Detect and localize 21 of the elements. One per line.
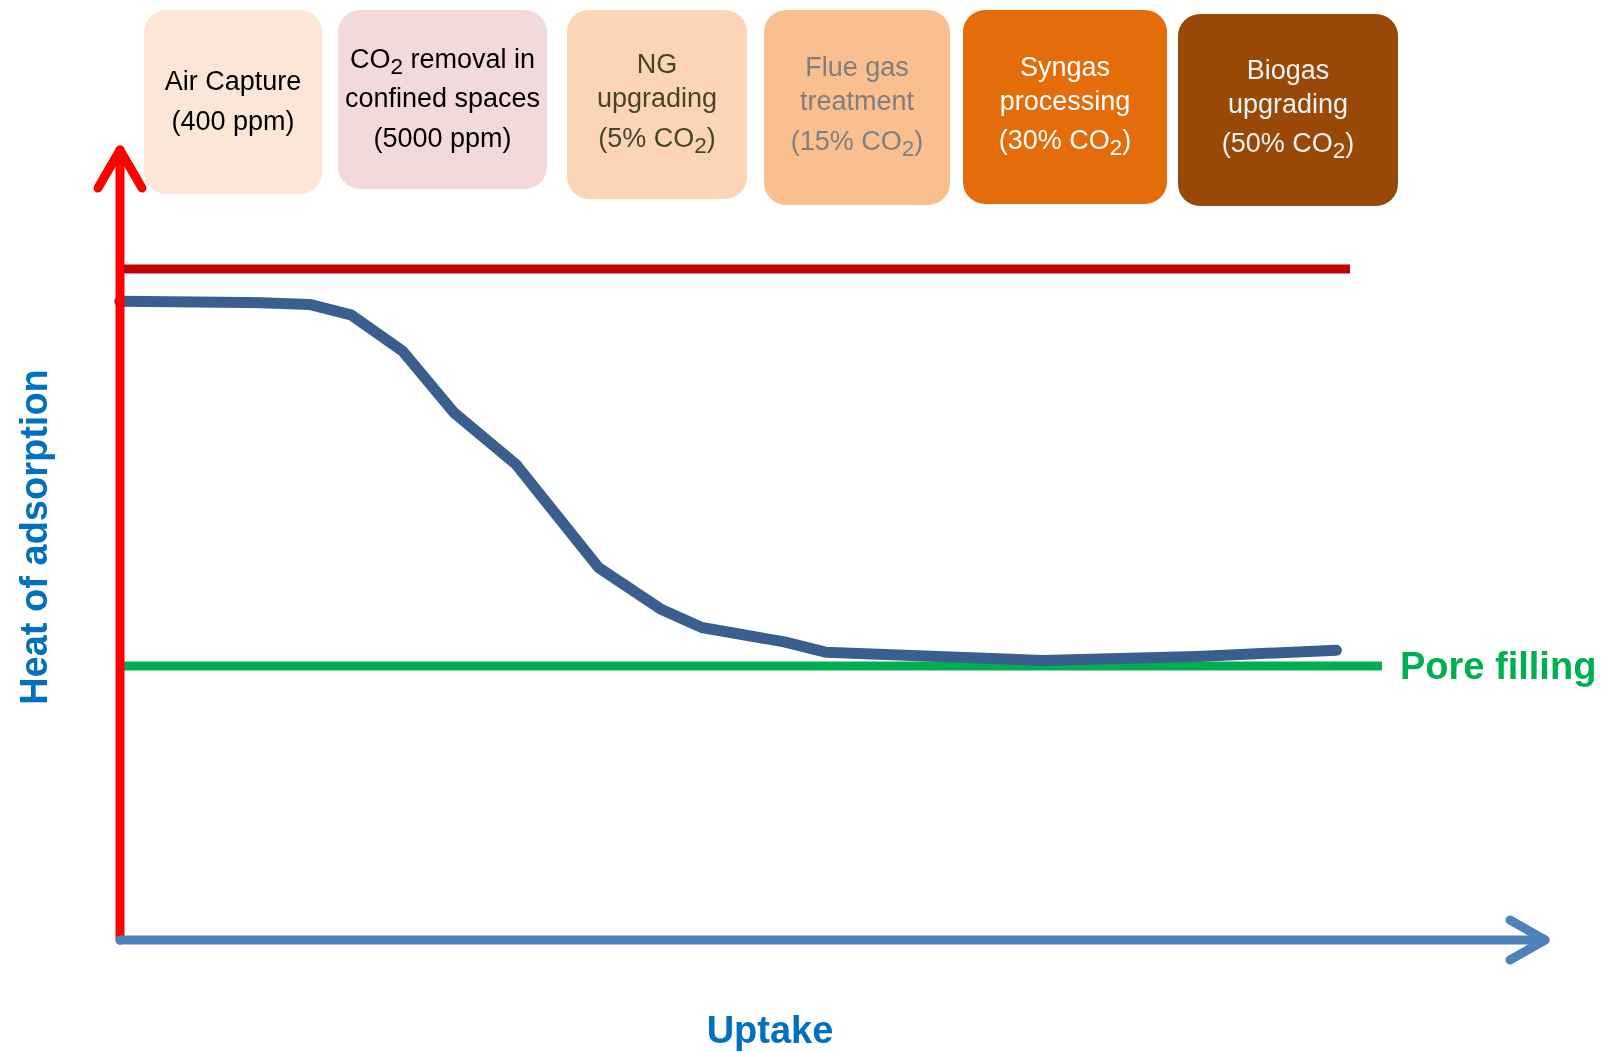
- application-box: [338, 10, 547, 189]
- pore-filling-label: Pore filling: [1400, 645, 1597, 688]
- co2-concentration: (15% CO$_{2}$): [790, 125, 924, 164]
- application-box: [144, 10, 322, 194]
- application-name: NG upgrading: [595, 48, 719, 116]
- co2-concentration: (5% CO$_{2}$): [598, 122, 716, 161]
- application-box: [1178, 14, 1398, 206]
- application-name: Biogas upgrading: [1226, 54, 1350, 121]
- application-name: Flue gas treatment: [798, 51, 916, 119]
- co2-concentration: (30% CO$_{2}$): [998, 124, 1132, 163]
- x-axis-title: Uptake: [706, 1008, 834, 1052]
- co2-concentration: (400 ppm): [171, 105, 295, 138]
- application-name: CO$_{2}$ removal in confined spaces: [344, 43, 541, 115]
- application-name: Air Capture: [164, 65, 302, 99]
- co2-concentration: (50% CO$_{2}$): [1221, 127, 1355, 166]
- application-box: [963, 10, 1167, 204]
- application-box: [567, 10, 747, 199]
- co2-concentration: (5000 ppm): [373, 121, 512, 155]
- y-axis-title: Heat of adsorption: [12, 369, 56, 705]
- application-box: [764, 10, 950, 205]
- application-name: Syngas processing: [998, 51, 1132, 118]
